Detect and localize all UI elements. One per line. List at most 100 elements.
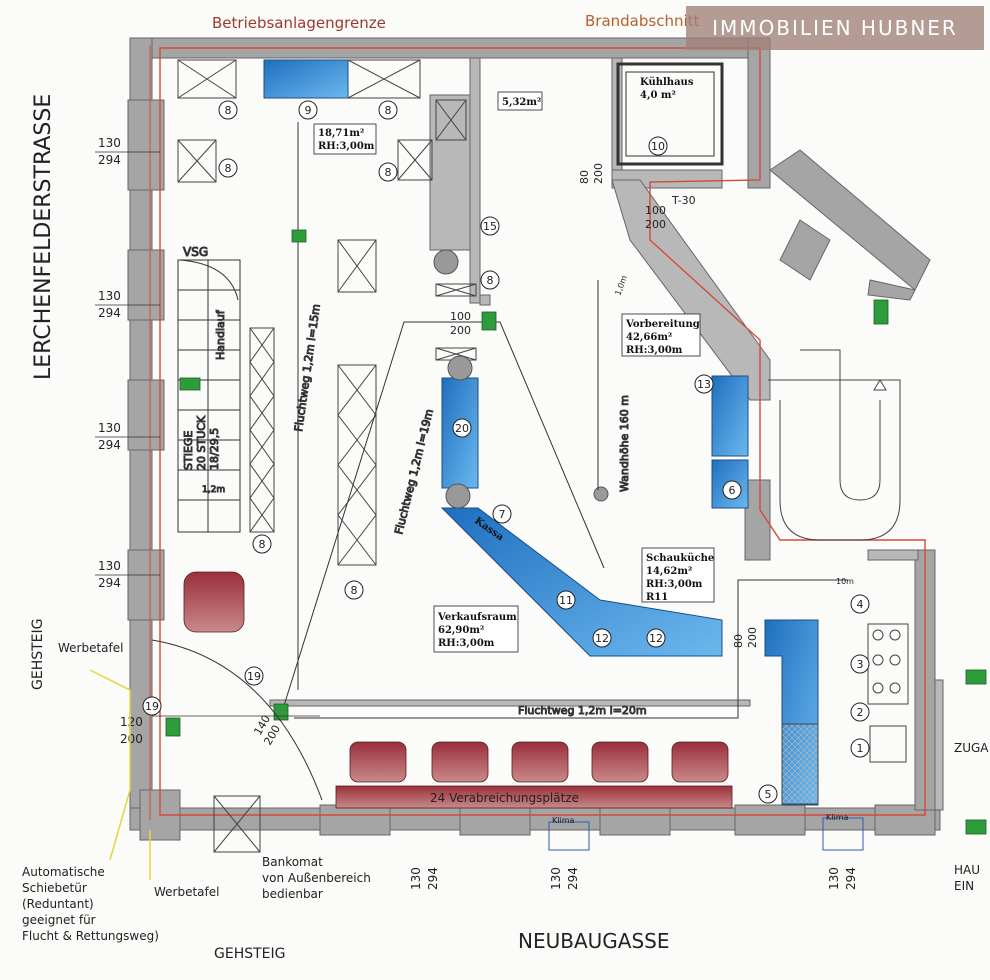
room-height: RH:3,00m [626, 345, 683, 356]
marker-6 [722, 480, 742, 500]
svg-text:80: 80 [578, 170, 591, 184]
svg-text:200: 200 [645, 218, 666, 231]
escape-route-label: Fluchtweg 1,2m l=20m [518, 704, 647, 717]
marker-8 [480, 270, 500, 290]
room-name: Kühlhaus [640, 77, 694, 88]
dim-label: 294 [98, 576, 121, 590]
svg-text:8: 8 [225, 104, 232, 117]
room-name: Verkaufsraum [437, 612, 517, 623]
brand-watermark: IMMOBILIEN HUBNER [686, 6, 984, 50]
svg-text:8: 8 [487, 274, 494, 287]
sliding-door-note: Automatische Schiebetür (Reduntant) geei… [22, 865, 159, 943]
entrance-labels: ZUGA HAU EIN [954, 741, 989, 893]
svg-text:200: 200 [450, 324, 471, 337]
room-height: RH:3,00m [318, 141, 375, 152]
dim-label: 294 [566, 867, 580, 890]
equipment-marker-labels: 8 9 8 8 8 15 8 10 20 7 13 6 8 8 11 12 12… [145, 104, 864, 801]
street-west-label: LERCHENFELDERSTRASSE [31, 94, 56, 380]
marker-8 [218, 158, 238, 178]
room-area: 5,32m² [502, 97, 541, 108]
room-name: Vorbereitung [625, 319, 700, 330]
klima-label: Klima [826, 813, 848, 822]
dim-label: 294 [98, 153, 121, 167]
dim-label: 200 [120, 732, 143, 746]
marker-5 [758, 784, 778, 804]
svg-text:20: 20 [455, 422, 469, 435]
marker-19 [244, 666, 264, 686]
svg-text:100: 100 [645, 204, 666, 217]
equipment-markers [142, 100, 870, 804]
svg-text:15: 15 [483, 220, 497, 233]
marker-9 [298, 100, 318, 120]
marker-12 [592, 628, 612, 648]
svg-text:9: 9 [305, 104, 312, 117]
fire-section-label: Brandabschnitt [585, 12, 700, 30]
dim-label: 130 [549, 867, 563, 890]
svg-text:8: 8 [385, 166, 392, 179]
advertising-sign: Werbetafel Werbetafel [58, 641, 219, 899]
svg-text:7: 7 [499, 508, 506, 521]
svg-text:geeignet für: geeignet für [22, 913, 96, 927]
svg-text:12: 12 [595, 632, 609, 645]
marker-8 [378, 162, 398, 182]
marker-8 [378, 100, 398, 120]
dim-label: 120 [120, 715, 143, 729]
svg-text:80: 80 [732, 634, 745, 648]
dim-label: 294 [98, 306, 121, 320]
werbetafel-label: Werbetafel [58, 641, 123, 655]
marker-20 [452, 418, 472, 438]
svg-text:8: 8 [225, 162, 232, 175]
dim-label: 130 [98, 289, 121, 303]
sidewalk-west-label: GEHSTEIG [30, 619, 46, 690]
outer-walls [127, 37, 941, 841]
staircase: VSG Handlauf STIEGE 20 STUCK 18/29,5 1,2… [177, 245, 241, 533]
stair-width: 1,2m [202, 485, 225, 495]
property-line-label: Betriebsanlagengrenze [212, 14, 386, 32]
svg-text:100: 100 [450, 310, 471, 323]
dim-label: 130 [827, 867, 841, 890]
west-window-dimensions: 130 294 130 294 130 294 130 294 120 200 [95, 136, 160, 746]
svg-text:3: 3 [857, 658, 864, 671]
svg-text:11: 11 [559, 594, 573, 607]
cabinets [177, 59, 477, 853]
room-area: 4,0 m² [640, 90, 676, 101]
svg-text:13: 13 [697, 378, 711, 391]
dim-label: 294 [844, 867, 858, 890]
blue-equipment [263, 59, 819, 806]
marker-8 [344, 580, 364, 600]
marker-1 [850, 738, 870, 758]
dim-label: 130 [98, 136, 121, 150]
interior-walls [269, 57, 944, 811]
property-line [159, 47, 926, 816]
dim-label: 130 [409, 867, 423, 890]
escape-route-label: Fluchtweg 1,2m l=19m [392, 408, 436, 536]
svg-text:5: 5 [765, 788, 772, 801]
marker-12 [646, 628, 666, 648]
door-swing [151, 639, 323, 801]
vsg-label: VSG [183, 245, 208, 259]
svg-text:1: 1 [857, 742, 864, 755]
room-area: 14,62m² [646, 566, 692, 577]
dim-label: 130 [98, 559, 121, 573]
svg-text:10m: 10m [836, 577, 854, 586]
room-area: 42,66m² [626, 332, 672, 343]
svg-text:6: 6 [729, 484, 736, 497]
svg-text:Automatische: Automatische [22, 865, 105, 879]
stair-label-3: 18/29,5 [208, 428, 221, 470]
marker-11 [556, 590, 576, 610]
klima-label: Klima [552, 816, 574, 825]
south-window-dimensions: 130 294 130 294 130 294 Klima Klima [409, 813, 864, 890]
room-area: 18,71m² [318, 128, 364, 139]
seating-label: 24 Verabreichungsplätze [430, 791, 579, 805]
street-south-label: NEUBAUGASSE [518, 929, 669, 953]
werbetafel-label: Werbetafel [154, 885, 219, 899]
room-labels: 18,71m² RH:3,00m 5,32m² Kühlhaus 4,0 m² … [313, 77, 715, 653]
svg-text:10: 10 [651, 140, 665, 153]
room-height: RH:3,00m [438, 638, 495, 649]
svg-text:Bankomat: Bankomat [262, 855, 323, 869]
stair-label-1: STIEGE [182, 431, 195, 470]
svg-text:200: 200 [746, 627, 759, 648]
svg-text:Flucht & Rettungsweg): Flucht & Rettungsweg) [22, 929, 159, 943]
stair-label-2: 20 STUCK [195, 415, 208, 470]
